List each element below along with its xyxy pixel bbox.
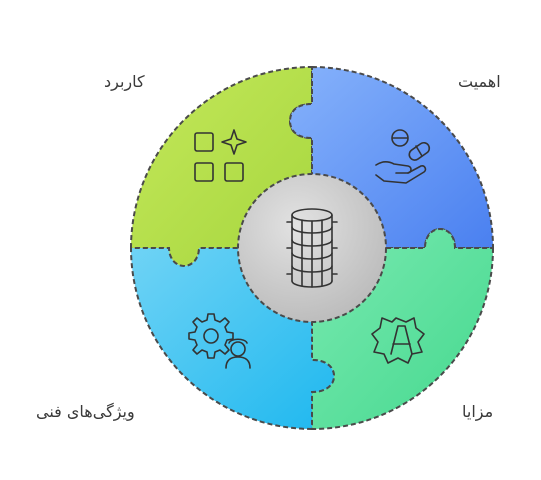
label-bottom-right: مزایا xyxy=(462,402,494,421)
apps-sparkle-icon xyxy=(194,129,247,182)
letter-a-badge-icon xyxy=(371,317,425,364)
label-top-left: کاربرد xyxy=(104,72,145,91)
gear-person-icon xyxy=(188,313,251,369)
label-top-right: اهمیت xyxy=(458,72,501,91)
label-bottom-left: ویژگی‌های فنی xyxy=(36,402,135,421)
database-icon xyxy=(286,208,338,288)
pills-hand-icon xyxy=(375,129,431,184)
